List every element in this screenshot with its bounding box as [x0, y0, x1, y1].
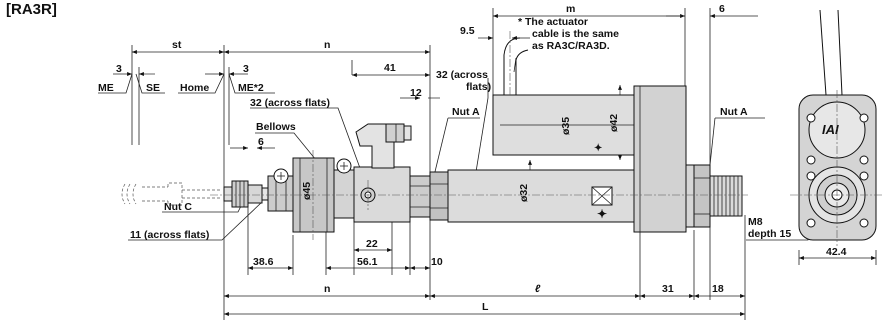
label-dia42: ø42 [608, 114, 620, 132]
label-m: m [566, 3, 575, 15]
label-6-top: 6 [719, 3, 725, 15]
label-18: 18 [712, 283, 724, 295]
label-me: ME [98, 82, 114, 94]
actuator-side-view: ✦ ✦ [210, 30, 748, 240]
end-block [633, 85, 687, 233]
nut-a-left [409, 175, 431, 218]
label-3-left: 3 [116, 63, 122, 75]
dimension-labels: st n m 6 9.5 * The actuator cable is the… [98, 3, 847, 313]
nut-a-right [693, 164, 711, 228]
label-22: 22 [366, 238, 378, 250]
air-fitting-elbow [355, 123, 395, 169]
label-nut-a-right: Nut A [720, 106, 748, 118]
label-38-6: 38.6 [253, 256, 274, 268]
label-6-mid: 6 [258, 136, 264, 148]
label-dia45: ø45 [301, 182, 313, 200]
label-12: 12 [410, 87, 422, 99]
label-m8-depth: depth 15 [748, 228, 791, 240]
reference-rod-outline [121, 182, 222, 206]
label-m8: M8 [748, 216, 763, 228]
air-fitting-nut [385, 123, 405, 143]
label-nut-c: Nut C [164, 201, 192, 213]
cable-note-line3: as RA3C/RA3D. [532, 40, 610, 52]
label-32-across-b: flats) [466, 81, 491, 93]
label-nut-a-left: Nut A [452, 106, 480, 118]
svg-text:✦: ✦ [597, 207, 607, 221]
label-st: st [172, 39, 182, 51]
label-56-1: 56.1 [357, 256, 378, 268]
label-41: 41 [384, 62, 396, 74]
actuator-cable [503, 37, 521, 95]
cable-note-line1: * The actuator [518, 16, 588, 28]
label-L: L [482, 301, 489, 313]
label-42-4: 42.4 [826, 246, 847, 258]
label-9-5: 9.5 [460, 25, 475, 37]
label-me2: ME*2 [238, 82, 264, 94]
cable-note-line2: cable is the same [532, 28, 619, 40]
actuator-end-view: IAI [790, 9, 882, 246]
dimension-lines [113, 14, 876, 316]
label-dia35: ø35 [560, 117, 572, 135]
label-32-across-a: 32 (across [436, 69, 488, 81]
label-home: Home [180, 82, 209, 94]
label-se: SE [146, 82, 160, 94]
label-10: 10 [431, 256, 443, 268]
label-bellows: Bellows [256, 121, 296, 133]
label-n-top: n [324, 39, 330, 51]
label-11-across-flats: 11 (across flats) [130, 229, 209, 241]
rod-collar [247, 184, 263, 204]
label-ell: ℓ [535, 283, 541, 295]
svg-text:✦: ✦ [594, 143, 602, 154]
label-32-across-flats: 32 (across flats) [250, 97, 330, 109]
iai-logo: IAI [822, 122, 839, 137]
label-n-bottom: n [324, 283, 330, 295]
label-dia32: ø32 [518, 184, 530, 202]
label-31: 31 [662, 283, 674, 295]
drawing-title: [RA3R] [6, 1, 57, 18]
label-3-home: 3 [243, 63, 249, 75]
